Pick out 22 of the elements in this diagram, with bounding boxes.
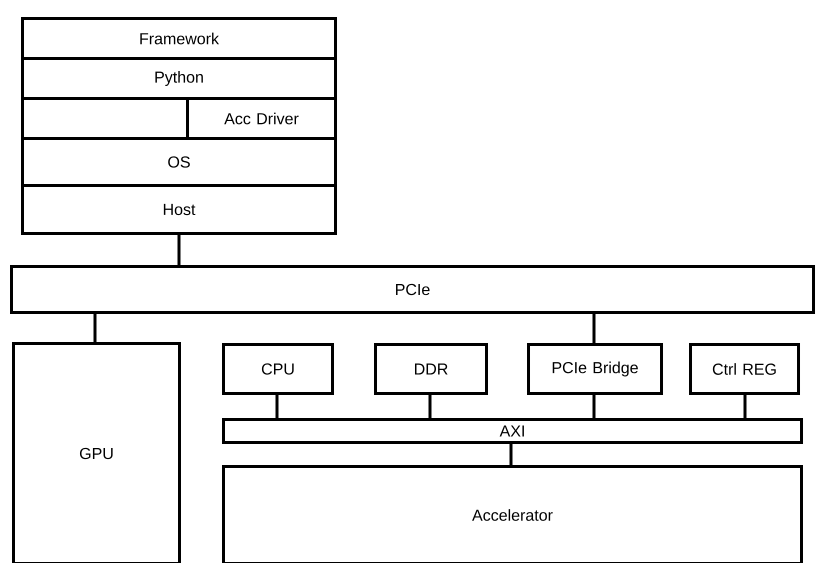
layer-box bbox=[21, 97, 189, 140]
connector-line bbox=[276, 395, 278, 418]
connector-line bbox=[94, 314, 96, 342]
layer-box: Host bbox=[21, 184, 337, 235]
connector-line bbox=[592, 395, 596, 418]
connector-line bbox=[510, 444, 512, 465]
component-box: PCIe Bridge bbox=[527, 343, 663, 395]
accelerator-box: Accelerator bbox=[222, 465, 803, 563]
layer-box: OS bbox=[21, 137, 337, 187]
gpu-box: GPU bbox=[12, 342, 181, 563]
connector-line bbox=[178, 235, 180, 265]
bus-bar: AXI bbox=[222, 418, 803, 444]
bus-bar: PCIe bbox=[10, 265, 815, 314]
layer-box: Framework bbox=[21, 17, 337, 60]
layer-box: Python bbox=[21, 57, 337, 100]
connector-line bbox=[592, 314, 596, 343]
component-box: Ctrl REG bbox=[689, 343, 800, 395]
connector-line bbox=[744, 395, 746, 418]
component-box: CPU bbox=[222, 343, 334, 395]
layer-box: Acc Driver bbox=[186, 97, 337, 140]
connector-line bbox=[428, 395, 432, 418]
component-box: DDR bbox=[374, 343, 488, 395]
